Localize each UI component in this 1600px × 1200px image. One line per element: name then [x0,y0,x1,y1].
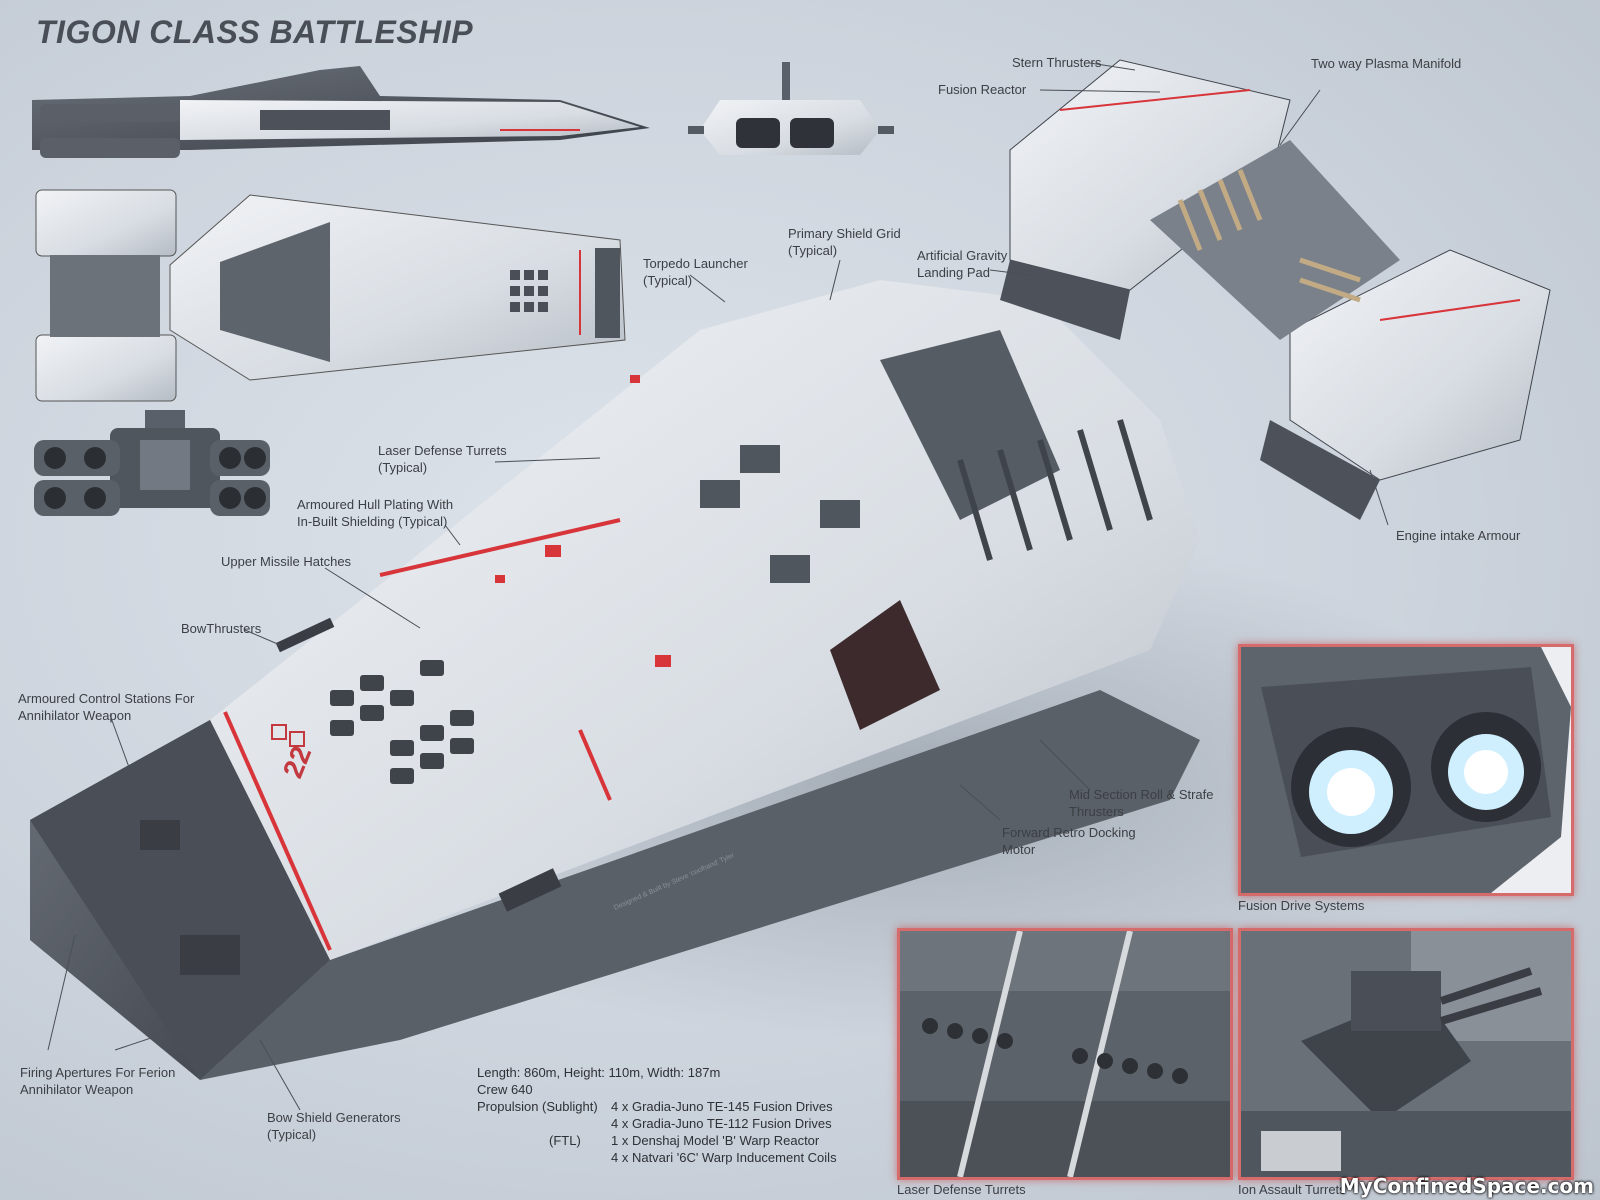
spec-ftl-2: 4 x Natvari '6C' Warp Inducement Coils [611,1150,837,1165]
label-line: Annihilator Weapon [20,1082,134,1097]
label-firing-apertures: Firing Apertures For Ferion Annihilator … [20,1064,175,1098]
top-view [35,189,626,402]
spec-propulsion-1: 4 x Gradia-Juno TE-145 Fusion Drives [611,1099,833,1114]
label-bow-shield: Bow Shield Generators (Typical) [267,1109,401,1143]
inset-laser-turrets [897,928,1233,1180]
inset-ion-turrets [1238,928,1574,1180]
spec-crew: Crew 640 [477,1082,533,1097]
label-torpedo-launcher: Torpedo Launcher (Typical) [643,255,748,289]
label-missile-hatches: Upper Missile Hatches [221,554,352,569]
spec-propulsion-2: 4 x Gradia-Juno TE-112 Fusion Drives [611,1116,832,1131]
inset-caption-laser-turrets: Laser Defense Turrets [897,1182,1026,1197]
label-line: Annihilator Weapon [18,708,132,723]
watermark: MyConfinedSpace.com [1339,1174,1594,1198]
label-line: Landing Pad [917,265,991,280]
label-fusion-reactor: Fusion Reactor [938,82,1027,97]
rear-view [34,410,270,516]
spec-ftl-label: (FTL) [549,1133,581,1148]
inset-caption-ion-turrets: Ion Assault Turrets [1238,1182,1346,1197]
front-view [688,62,894,155]
label-primary-shield-grid: Primary Shield Grid (Typical) [788,225,901,259]
spec-dimensions: Length: 860m, Height: 110m, Width: 187m [477,1065,721,1080]
label-line: Thrusters [1069,804,1124,819]
label-line: Firing Apertures For Ferion [20,1065,176,1080]
label-bow-thrusters: BowThrusters [181,621,262,636]
inset-fusion-drive [1238,644,1574,896]
label-line: Primary Shield Grid [788,226,901,241]
label-line: (Typical) [643,273,693,288]
label-line: Mid Section Roll & Strafe [1069,787,1214,802]
fusion-drive-render [1241,647,1571,893]
label-hull-plating: Armoured Hull Plating With In-Built Shie… [297,496,453,530]
laser-turrets-render [900,931,1230,1177]
label-line: (Typical) [267,1127,317,1142]
label-line: (Typical) [378,460,428,475]
perspective-render: 22 Designed & Built by Steve 'coolhand' … [30,59,1551,1080]
label-line: Motor [1002,842,1036,857]
label-line: Armoured Hull Plating With [297,497,454,512]
label-line: Torpedo Launcher [643,256,748,271]
spec-propulsion-label: Propulsion (Sublight) [477,1099,598,1114]
label-laser-turrets: Laser Defense Turrets (Typical) [378,442,507,476]
label-line: Forward Retro Docking [1002,825,1136,840]
side-view [32,66,650,158]
spec-ftl-1: 1 x Denshaj Model 'B' Warp Reactor [611,1133,820,1148]
label-line: Laser Defense Turrets [378,443,507,458]
label-roll-strafe: Mid Section Roll & Strafe Thrusters [1069,786,1214,820]
inset-caption-fusion-drive: Fusion Drive Systems [1238,898,1365,913]
label-control-stations: Armoured Control Stations For Annihilato… [18,690,194,724]
label-line: (Typical) [788,243,838,258]
label-plasma-manifold: Two way Plasma Manifold [1311,56,1462,71]
label-line: In-Built Shielding (Typical) [297,514,448,529]
label-engine-armour: Engine intake Armour [1396,528,1521,543]
label-line: Bow Shield Generators [267,1110,401,1125]
label-line: Armoured Control Stations For [18,691,195,706]
ion-turrets-render [1241,931,1571,1177]
label-gravity-pad: Artificial Gravity Landing Pad [917,247,1007,281]
page-title: TIGON CLASS BATTLESHIP [36,14,474,50]
label-line: Artificial Gravity [917,248,1008,263]
label-retro-docking: Forward Retro Docking Motor [1002,824,1136,858]
callout-leaders [47,62,1389,1111]
label-stern-thrusters: Stern Thrusters [1012,55,1102,70]
